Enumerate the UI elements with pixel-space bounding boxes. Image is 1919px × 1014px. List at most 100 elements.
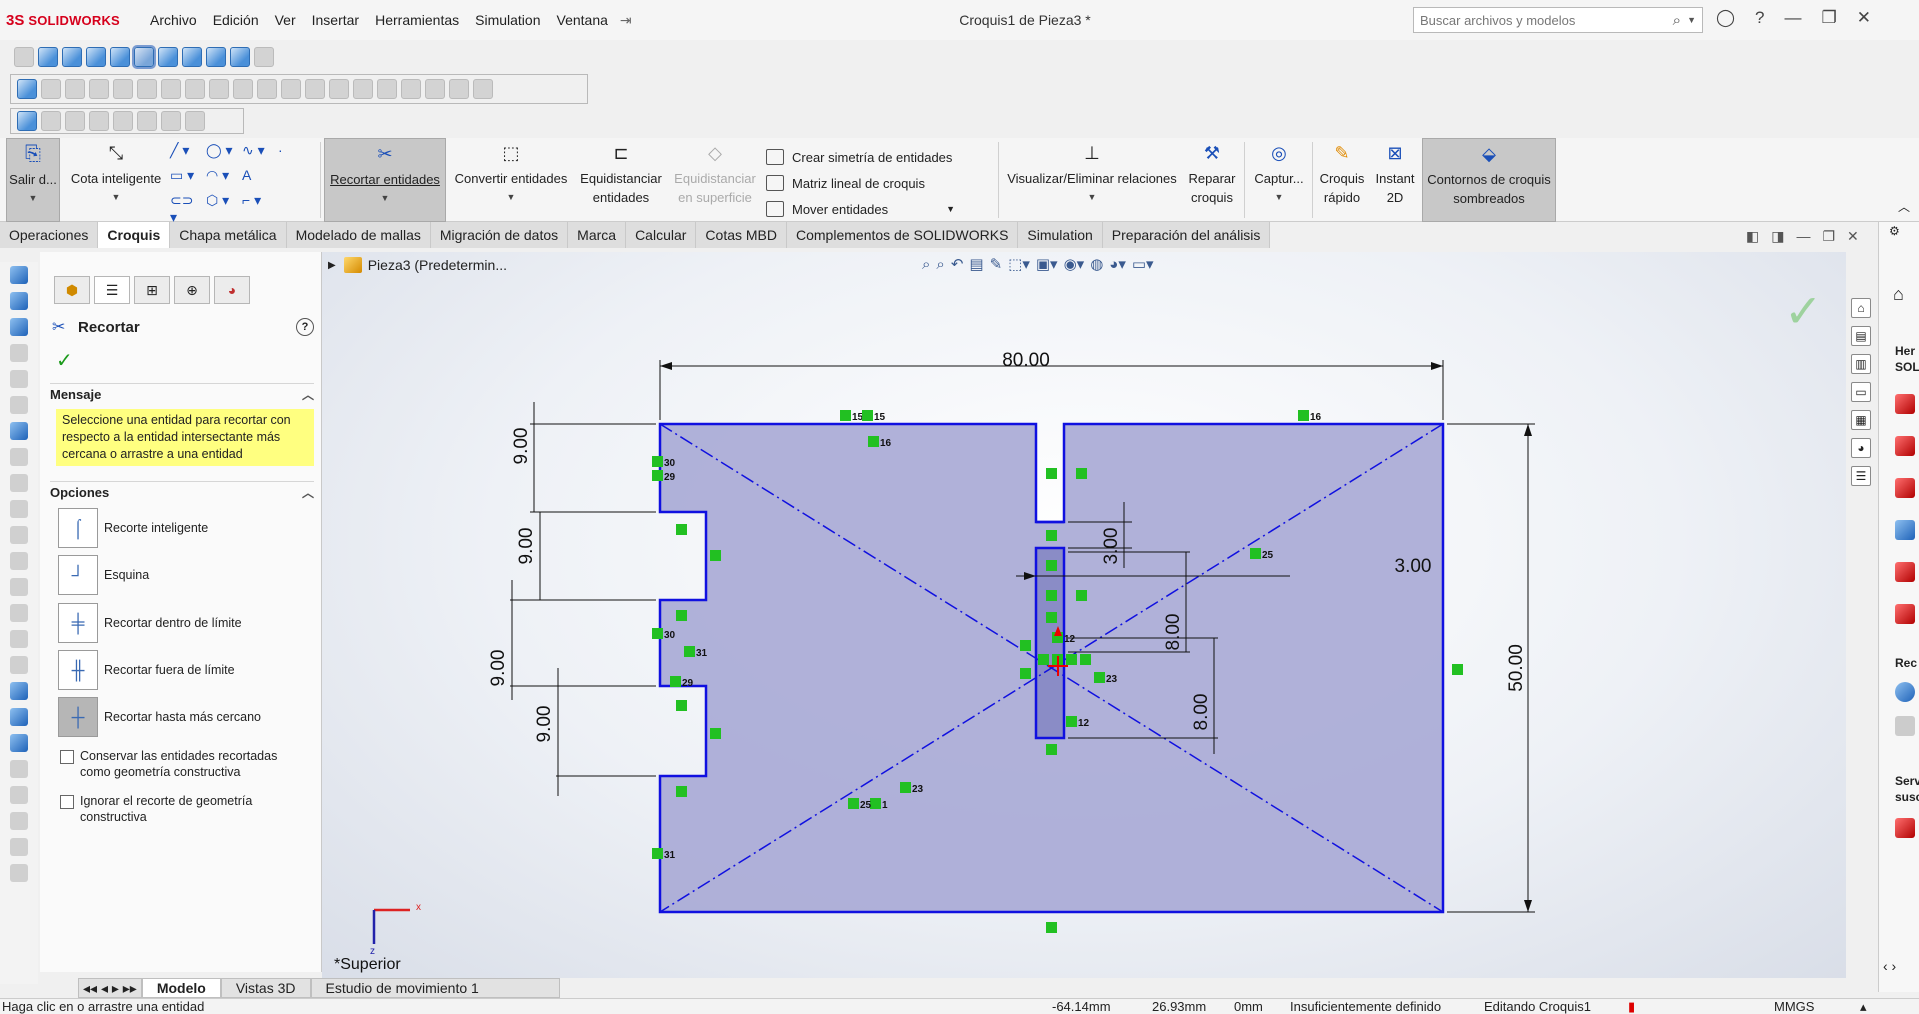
repair-sketch-button[interactable]: ⚒ Reparar croquis [1188,143,1236,206]
dim-height[interactable]: 50.00 [1506,644,1527,692]
menu-simulation[interactable]: Simulation [475,12,541,28]
option-trim-outside[interactable]: ╫ Recortar fuera de límite [58,650,235,690]
confirmation-corner-check-icon[interactable]: ✓ [1784,285,1823,337]
tool-icon-23[interactable] [10,838,28,856]
point2-icon[interactable] [278,192,308,226]
loft-icon[interactable] [89,79,109,99]
tab-cotas-mbd[interactable]: Cotas MBD [696,222,787,248]
pattern-icon[interactable] [305,79,325,99]
sketch-cube-icon[interactable] [65,111,85,131]
display-style-icon[interactable]: ▣▾ [1035,256,1058,273]
appearances-icon[interactable]: ◕ [1851,438,1871,458]
tool-icon-11[interactable] [10,526,28,544]
tile-right-icon[interactable]: ◨ [1771,228,1785,244]
sketch-spline-icon[interactable] [161,111,181,131]
relation-marker-icon[interactable] [868,436,879,447]
restore-icon[interactable]: ❐ [1821,8,1837,27]
help-icon[interactable]: ? [296,318,314,336]
relation-marker-icon[interactable] [1046,744,1057,755]
intersect-icon[interactable] [401,79,421,99]
menu-herramientas[interactable]: Herramientas [375,12,460,28]
instant3d-icon[interactable] [473,79,493,99]
brush-icon[interactable] [254,47,274,67]
normal-to-icon[interactable] [14,47,34,67]
sketch-drawing[interactable]: 80.00 50.00 9.00 9.00 9.00 9.00 3.00 3.0… [322,252,1846,978]
menu-ventana[interactable]: Ventana [556,12,608,28]
collapse-ribbon-icon[interactable]: ︿ [1898,200,1911,214]
task-pane-arrows-icon[interactable]: ‹ › [1883,958,1897,974]
shell-icon[interactable] [233,79,253,99]
chamfer-icon[interactable] [185,79,205,99]
chevron-down-icon[interactable]: ▼ [946,204,956,214]
tool-icon-3[interactable] [10,318,28,336]
options-section-header[interactable]: Opciones ︿ [50,481,314,503]
relation-marker-icon[interactable] [670,676,681,687]
smart-dimension-button[interactable]: ⤡ Cota inteligente ▼ [64,138,168,222]
relation-marker-icon[interactable] [1094,672,1105,683]
relation-marker-icon[interactable] [1046,612,1057,623]
zoom-fit-icon[interactable]: ⌕ [922,255,931,273]
graphics-area[interactable]: 80.00 50.00 9.00 9.00 9.00 9.00 3.00 3.0… [322,252,1846,978]
feature-tree-flyout[interactable]: ▶ Pieza3 (Predetermin... [328,257,507,273]
message-section-header[interactable]: Mensaje ︿ [50,383,314,405]
home-icon[interactable]: ⌂ [1851,298,1871,318]
option-corner[interactable]: ┘ Esquina [58,555,149,595]
quick-snaps-button[interactable]: ✎ Croquis rápido [1319,143,1365,206]
cut-extrude-icon[interactable] [113,79,133,99]
task-pane-settings-icon[interactable]: ⚙ [1889,224,1900,238]
menu-insertar[interactable]: Insertar [311,12,360,28]
relation-marker-icon[interactable] [1046,922,1057,933]
status-units[interactable]: MMGS [1774,999,1815,1014]
relation-marker-icon[interactable] [652,456,663,467]
configuration-manager-tab-icon[interactable]: ⊞ [134,276,170,304]
relation-marker-icon[interactable] [1046,590,1057,601]
dim-slot-b[interactable]: 8.00 [1163,614,1184,651]
tool-icon-2[interactable] [10,292,28,310]
tab-croquis[interactable]: Croquis [98,222,171,248]
solidworks-logo[interactable]: 3S SOLIDWORKS [6,12,142,29]
dim-left-c[interactable]: 9.00 [488,650,509,687]
tool-icon-8[interactable] [10,448,28,466]
sweep-icon[interactable] [65,79,85,99]
linear-pattern-button[interactable]: Matriz lineal de croquis [766,170,955,196]
draft-icon[interactable] [257,79,277,99]
tool-icon-17[interactable] [10,682,28,700]
dim-left-a[interactable]: 9.00 [511,428,532,465]
view-iso-icon[interactable] [182,47,202,67]
keep-trimmed-checkbox[interactable]: Conservar las entidades recortadas como … [60,748,310,780]
dim-slot-c[interactable]: 8.00 [1191,694,1212,731]
feature-manager-tab-icon[interactable]: ⬢ [54,276,90,304]
edit-appearance-icon[interactable]: ◍ [1090,256,1104,273]
exit-sketch-button[interactable]: ⎘ Salir d... ▼ [6,138,60,222]
status-definition[interactable]: Insuficientemente definido [1290,999,1442,1014]
relation-marker-icon[interactable] [1066,716,1077,727]
view-back-icon[interactable] [62,47,82,67]
rib-icon[interactable] [209,79,229,99]
design-library-icon[interactable]: ▥ [1851,354,1871,374]
relation-marker-icon[interactable] [1046,560,1057,571]
extrude-icon[interactable] [17,79,37,99]
minimize-icon[interactable]: — [1796,228,1811,244]
menu-archivo[interactable]: Archivo [150,12,197,28]
tool-red-icon-6[interactable] [1895,818,1915,838]
relation-marker-icon[interactable] [710,550,721,561]
tab-modelo[interactable]: Modelo [141,978,221,998]
tab-calcular[interactable]: Calcular [626,222,697,248]
task-home-icon[interactable]: ⌂ [1893,284,1904,304]
tab-simulation[interactable]: Simulation [1018,222,1103,248]
tool-icon-13[interactable] [10,578,28,596]
chevron-down-icon[interactable]: ▼ [28,193,38,203]
text-icon[interactable]: A [242,167,252,183]
chevron-down-icon[interactable]: ▼ [506,192,516,202]
tool-icon-15[interactable] [10,630,28,648]
view-trimetric-icon[interactable] [206,47,226,67]
tab-modelado-mallas[interactable]: Modelado de mallas [286,222,431,248]
checkbox[interactable] [60,750,74,764]
search-input[interactable]: Buscar archivos y modelos [1420,12,1576,28]
shaded-contours-button[interactable]: ⬙ Contornos de croquis sombreados [1422,138,1556,222]
relation-marker-icon[interactable] [862,410,873,421]
tool-icon-6[interactable] [10,396,28,414]
view-bottom-icon[interactable] [158,47,178,67]
dim-width[interactable]: 80.00 [1002,350,1050,371]
fillet-icon[interactable] [161,79,181,99]
